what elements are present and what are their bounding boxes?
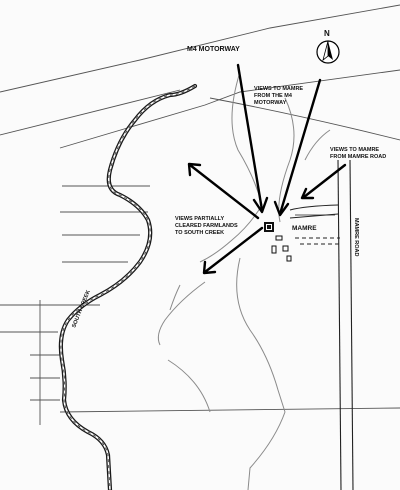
mamre-label: MAMRE [292, 225, 317, 232]
view-arrow-mamre-road [300, 163, 347, 200]
view-arrow-southwest [202, 226, 264, 275]
view-arrow-m4-west [236, 63, 269, 214]
views-m4-label-line3: MOTORWAY [254, 100, 287, 106]
south-creek-line [58, 83, 198, 490]
drainage-lines [157, 71, 331, 490]
views-partial-label-line1: VIEWS PARTIALLY [175, 216, 225, 222]
m4-motorway-label: M4 MOTORWAY [187, 46, 240, 53]
homestead-building-icon [264, 222, 292, 262]
views-m4-label-line1: VIEWS TO MAMRE [254, 86, 303, 92]
views-partial-label-line2: CLEARED FARMLANDS [175, 223, 238, 229]
view-arrow-m4-east [273, 78, 322, 217]
north-label: N [324, 29, 330, 38]
view-arrow-northwest [187, 162, 260, 220]
view-arrows [187, 63, 347, 275]
views-partial-label-line3: TO SOUTH CREEK [175, 230, 224, 236]
mamre-road-label: MAMRE ROAD [353, 218, 359, 257]
views-m4-label-line2: FROM THE M4 [254, 93, 293, 99]
views-road-label-line2: FROM MAMRE ROAD [330, 154, 386, 160]
mamre-road [289, 159, 354, 490]
north-arrow-icon [316, 40, 340, 64]
views-road-label-line1: VIEWS TO MAMRE [330, 147, 379, 153]
south-creek-label: SOUTH CREEK [71, 289, 92, 328]
